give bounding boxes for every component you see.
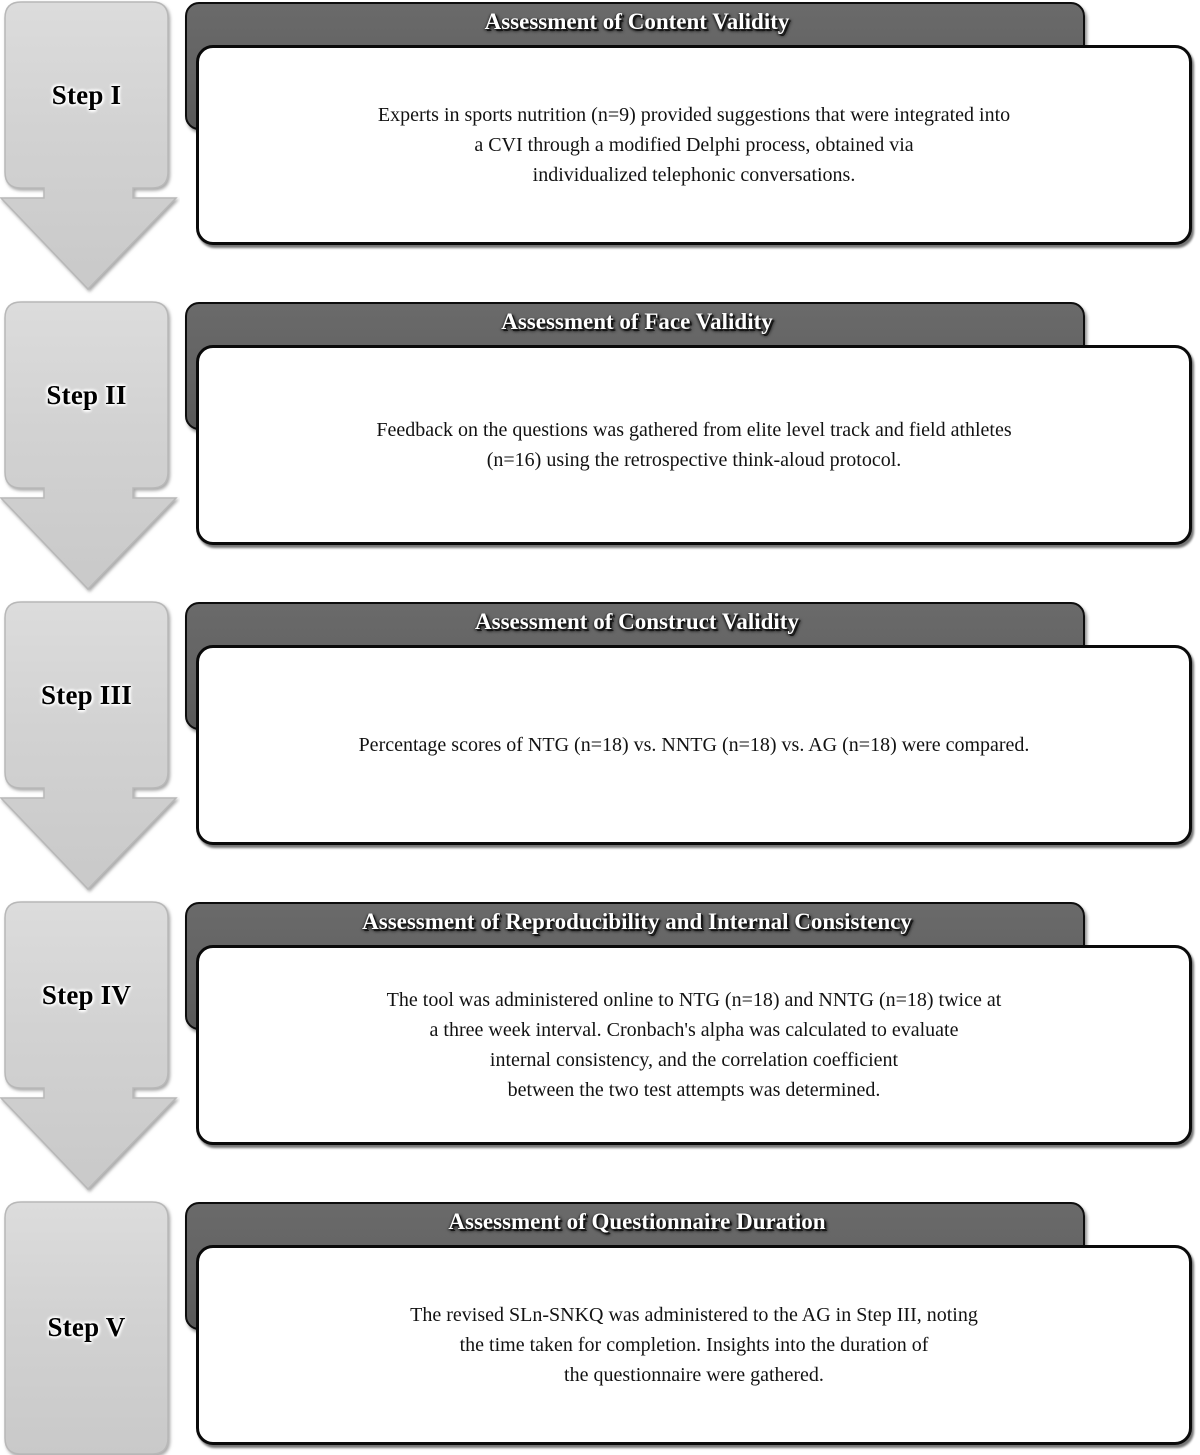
- card-description: The revised SLn-SNKQ was administered to…: [199, 1300, 1189, 1390]
- step-arrow-marker: Step II: [0, 300, 180, 600]
- card-body: The tool was administered online to NTG …: [196, 945, 1192, 1145]
- step-arrow-marker: Step III: [0, 600, 180, 900]
- card-description: Feedback on the questions was gathered f…: [199, 415, 1189, 475]
- card-description-line: the time taken for completion. Insights …: [459, 1334, 929, 1356]
- card-description-line: individualized telephonic conversations.: [532, 164, 856, 186]
- rounded-box-icon: [4, 1201, 169, 1455]
- card-body: Experts in sports nutrition (n=9) provid…: [196, 45, 1192, 245]
- down-arrow-icon: [0, 601, 178, 891]
- card-description: The tool was administered online to NTG …: [199, 985, 1189, 1105]
- card-description: Percentage scores of NTG (n=18) vs. NNTG…: [199, 730, 1189, 760]
- card-description-line: Experts in sports nutrition (n=9) provid…: [377, 104, 1011, 126]
- down-arrow-icon: [0, 301, 178, 591]
- card-title: Assessment of Reproducibility and Intern…: [362, 909, 912, 934]
- card-description-line: a CVI through a modified Delphi process,…: [474, 134, 914, 156]
- card-title: Assessment of Content Validity: [484, 9, 790, 34]
- step-row: Step V Assessment of Questionnaire Durati…: [0, 1200, 1200, 1455]
- card-body: Percentage scores of NTG (n=18) vs. NNTG…: [196, 645, 1192, 845]
- step-box-marker: Step V: [0, 1200, 180, 1455]
- down-arrow-icon: [0, 901, 178, 1191]
- card-description-line: Percentage scores of NTG (n=18) vs. NNTG…: [358, 734, 1030, 756]
- card-description-line: Feedback on the questions was gathered f…: [376, 419, 1012, 441]
- card-description: Experts in sports nutrition (n=9) provid…: [199, 100, 1189, 190]
- step-row: Step III Assessment of Construct Validity…: [0, 600, 1200, 900]
- down-arrow-icon: [0, 1, 178, 291]
- card-title: Assessment of Questionnaire Duration: [448, 1209, 826, 1234]
- card-description-line: The tool was administered online to NTG …: [386, 989, 1002, 1011]
- card-title: Assessment of Construct Validity: [475, 609, 799, 634]
- card-description-line: between the two test attempts was determ…: [507, 1079, 881, 1101]
- card-description-line: The revised SLn-SNKQ was administered to…: [410, 1304, 978, 1326]
- step-row: Step IV Assessment of Reproducibility and…: [0, 900, 1200, 1200]
- card-body: The revised SLn-SNKQ was administered to…: [196, 1245, 1192, 1445]
- card-description-line: (n=16) using the retrospective think-alo…: [486, 449, 902, 471]
- step-arrow-marker: Step I: [0, 0, 180, 300]
- card-description-line: a three week interval. Cronbach's alpha …: [429, 1019, 959, 1041]
- card-description-line: internal consistency, and the correlatio…: [489, 1049, 899, 1071]
- card-body: Feedback on the questions was gathered f…: [196, 345, 1192, 545]
- card-description-line: the questionnaire were gathered.: [564, 1364, 824, 1386]
- card-title: Assessment of Face Validity: [501, 309, 773, 334]
- step-arrow-marker: Step IV: [0, 900, 180, 1200]
